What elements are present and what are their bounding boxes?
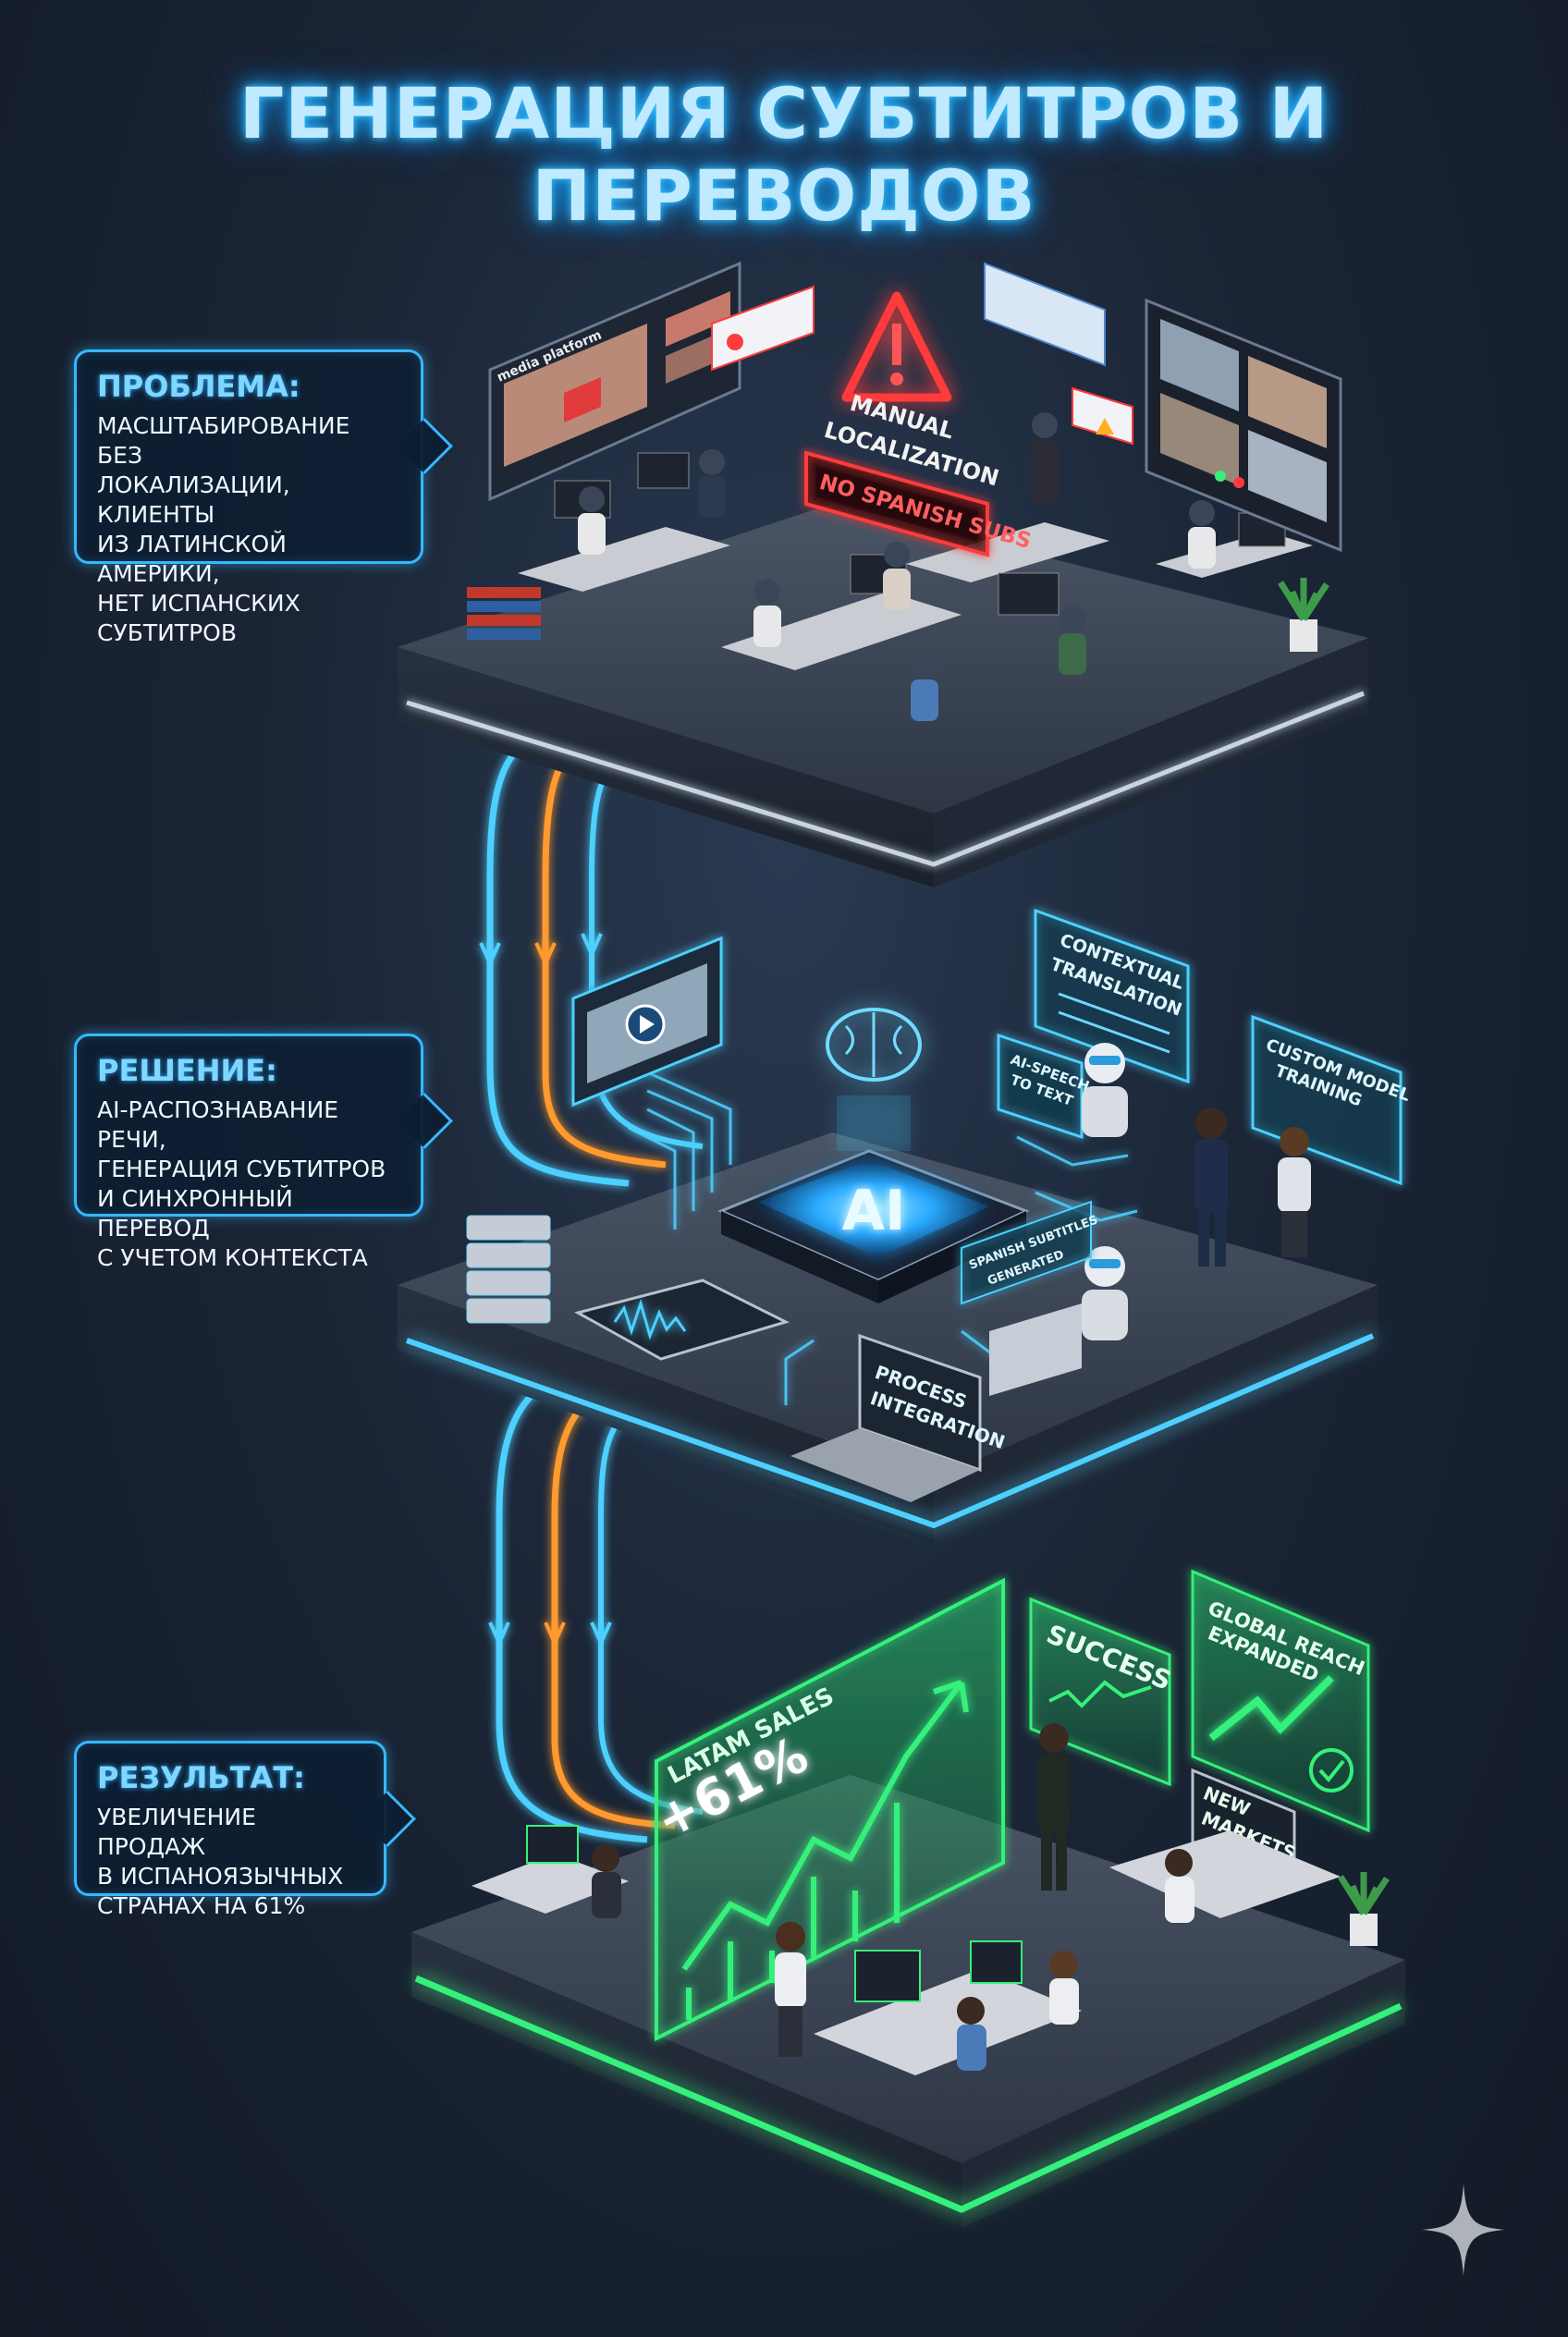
ai-speech-to-text-panel: AI-SPEECH TO TEXT: [997, 1033, 1092, 1140]
result-platform: LATAM SALES +61% SUCCESS GLOBAL REACH EX…: [411, 1569, 1405, 2228]
result-text: УВЕЛИЧЕНИЕ ПРОДАЖ В ИСПАНОЯЗЫЧНЫХ СТРАНА…: [97, 1803, 363, 1921]
result-line: УВЕЛИЧЕНИЕ ПРОДАЖ: [97, 1804, 256, 1860]
solution-line: С УЧЕТОМ КОНТЕКСТА: [97, 1244, 368, 1271]
problem-heading: ПРОБЛЕМА:: [97, 369, 300, 404]
solution-platform: AI CONTEXTUAL TRANSLATION AI-SPEECH TO T…: [398, 908, 1413, 1544]
problem-text: МАСШТАБИРОВАНИЕ БЕЗ ЛОКАЛИЗАЦИИ, КЛИЕНТЫ…: [97, 411, 400, 648]
ai-chip-label: AI: [842, 1179, 906, 1243]
problem-platform: media platform MANUAL LOCALIZATION NO SP…: [398, 261, 1368, 887]
warning-triangle-icon: [841, 291, 952, 402]
solution-heading: РЕШЕНИЕ:: [97, 1053, 277, 1088]
problem-line: ИЗ ЛАТИНСКОЙ АМЕРИКИ,: [97, 531, 287, 587]
ai-chip: AI: [717, 1149, 1030, 1303]
problem-line: ЛОКАЛИЗАЦИИ, КЛИЕНТЫ: [97, 471, 290, 528]
plant-icon: [1278, 578, 1329, 652]
video-call-screen: [1145, 298, 1342, 553]
problem-line: СУБТИТРОВ: [97, 619, 237, 646]
plant-icon-result: [1338, 1872, 1390, 1946]
result-callout: РЕЗУЛЬТАТ: УВЕЛИЧЕНИЕ ПРОДАЖ В ИСПАНОЯЗЫ…: [74, 1741, 416, 1919]
result-heading: РЕЗУЛЬТАТ:: [97, 1760, 305, 1795]
server-stack-icon: [466, 1215, 551, 1324]
robot-icon: [989, 1043, 1128, 1396]
custom-model-training-panel: CUSTOM MODEL TRAINING: [1251, 1014, 1413, 1186]
result-line: В ИСПАНОЯЗЫЧНЫХ: [97, 1863, 344, 1890]
solution-line: AI-РАСПОЗНАВАНИЕ РЕЧИ,: [97, 1096, 339, 1153]
video-player-panel: [571, 936, 723, 1107]
stressed-workers: [578, 412, 1216, 721]
solution-line: ГЕНЕРАЦИЯ СУБТИТРОВ: [97, 1156, 386, 1182]
problem-line: МАСШТАБИРОВАНИЕ БЕЗ: [97, 412, 350, 469]
result-line: СТРАНАХ НА 61%: [97, 1892, 306, 1919]
global-reach-panel: GLOBAL REACH EXPANDED: [1191, 1569, 1370, 1833]
error-popups: [711, 262, 1133, 446]
solution-text: AI-РАСПОЗНАВАНИЕ РЕЧИ, ГЕНЕРАЦИЯ СУБТИТР…: [97, 1095, 400, 1273]
result-office: [472, 1723, 1194, 2075]
spanish-subtitles-panel: SPANISH SUBTITLES GENERATED: [961, 1200, 1100, 1305]
solution-callout: РЕШЕНИЕ: AI-РАСПОЗНАВАНИЕ РЕЧИ, ГЕНЕРАЦИ…: [74, 1034, 453, 1271]
audio-waveform-device: [573, 1279, 790, 1361]
sparkle-icon: [1422, 2184, 1505, 2276]
solution-line: И СИНХРОННЫЙ ПЕРЕВОД: [97, 1185, 293, 1242]
office-desks: [467, 452, 1313, 670]
problem-callout: ПРОБЛЕМА: МАСШТАБИРОВАНИЕ БЕЗ ЛОКАЛИЗАЦИ…: [74, 349, 453, 646]
problem-line: НЕТ ИСПАНСКИХ: [97, 590, 300, 617]
brain-hologram-icon: [826, 1008, 922, 1151]
page-title: ГЕНЕРАЦИЯ СУБТИТРОВ И ПЕРЕВОДОВ: [239, 72, 1329, 237]
contextual-translation-panel: CONTEXTUAL TRANSLATION: [1034, 908, 1190, 1084]
solution-team: [1194, 1107, 1311, 1266]
